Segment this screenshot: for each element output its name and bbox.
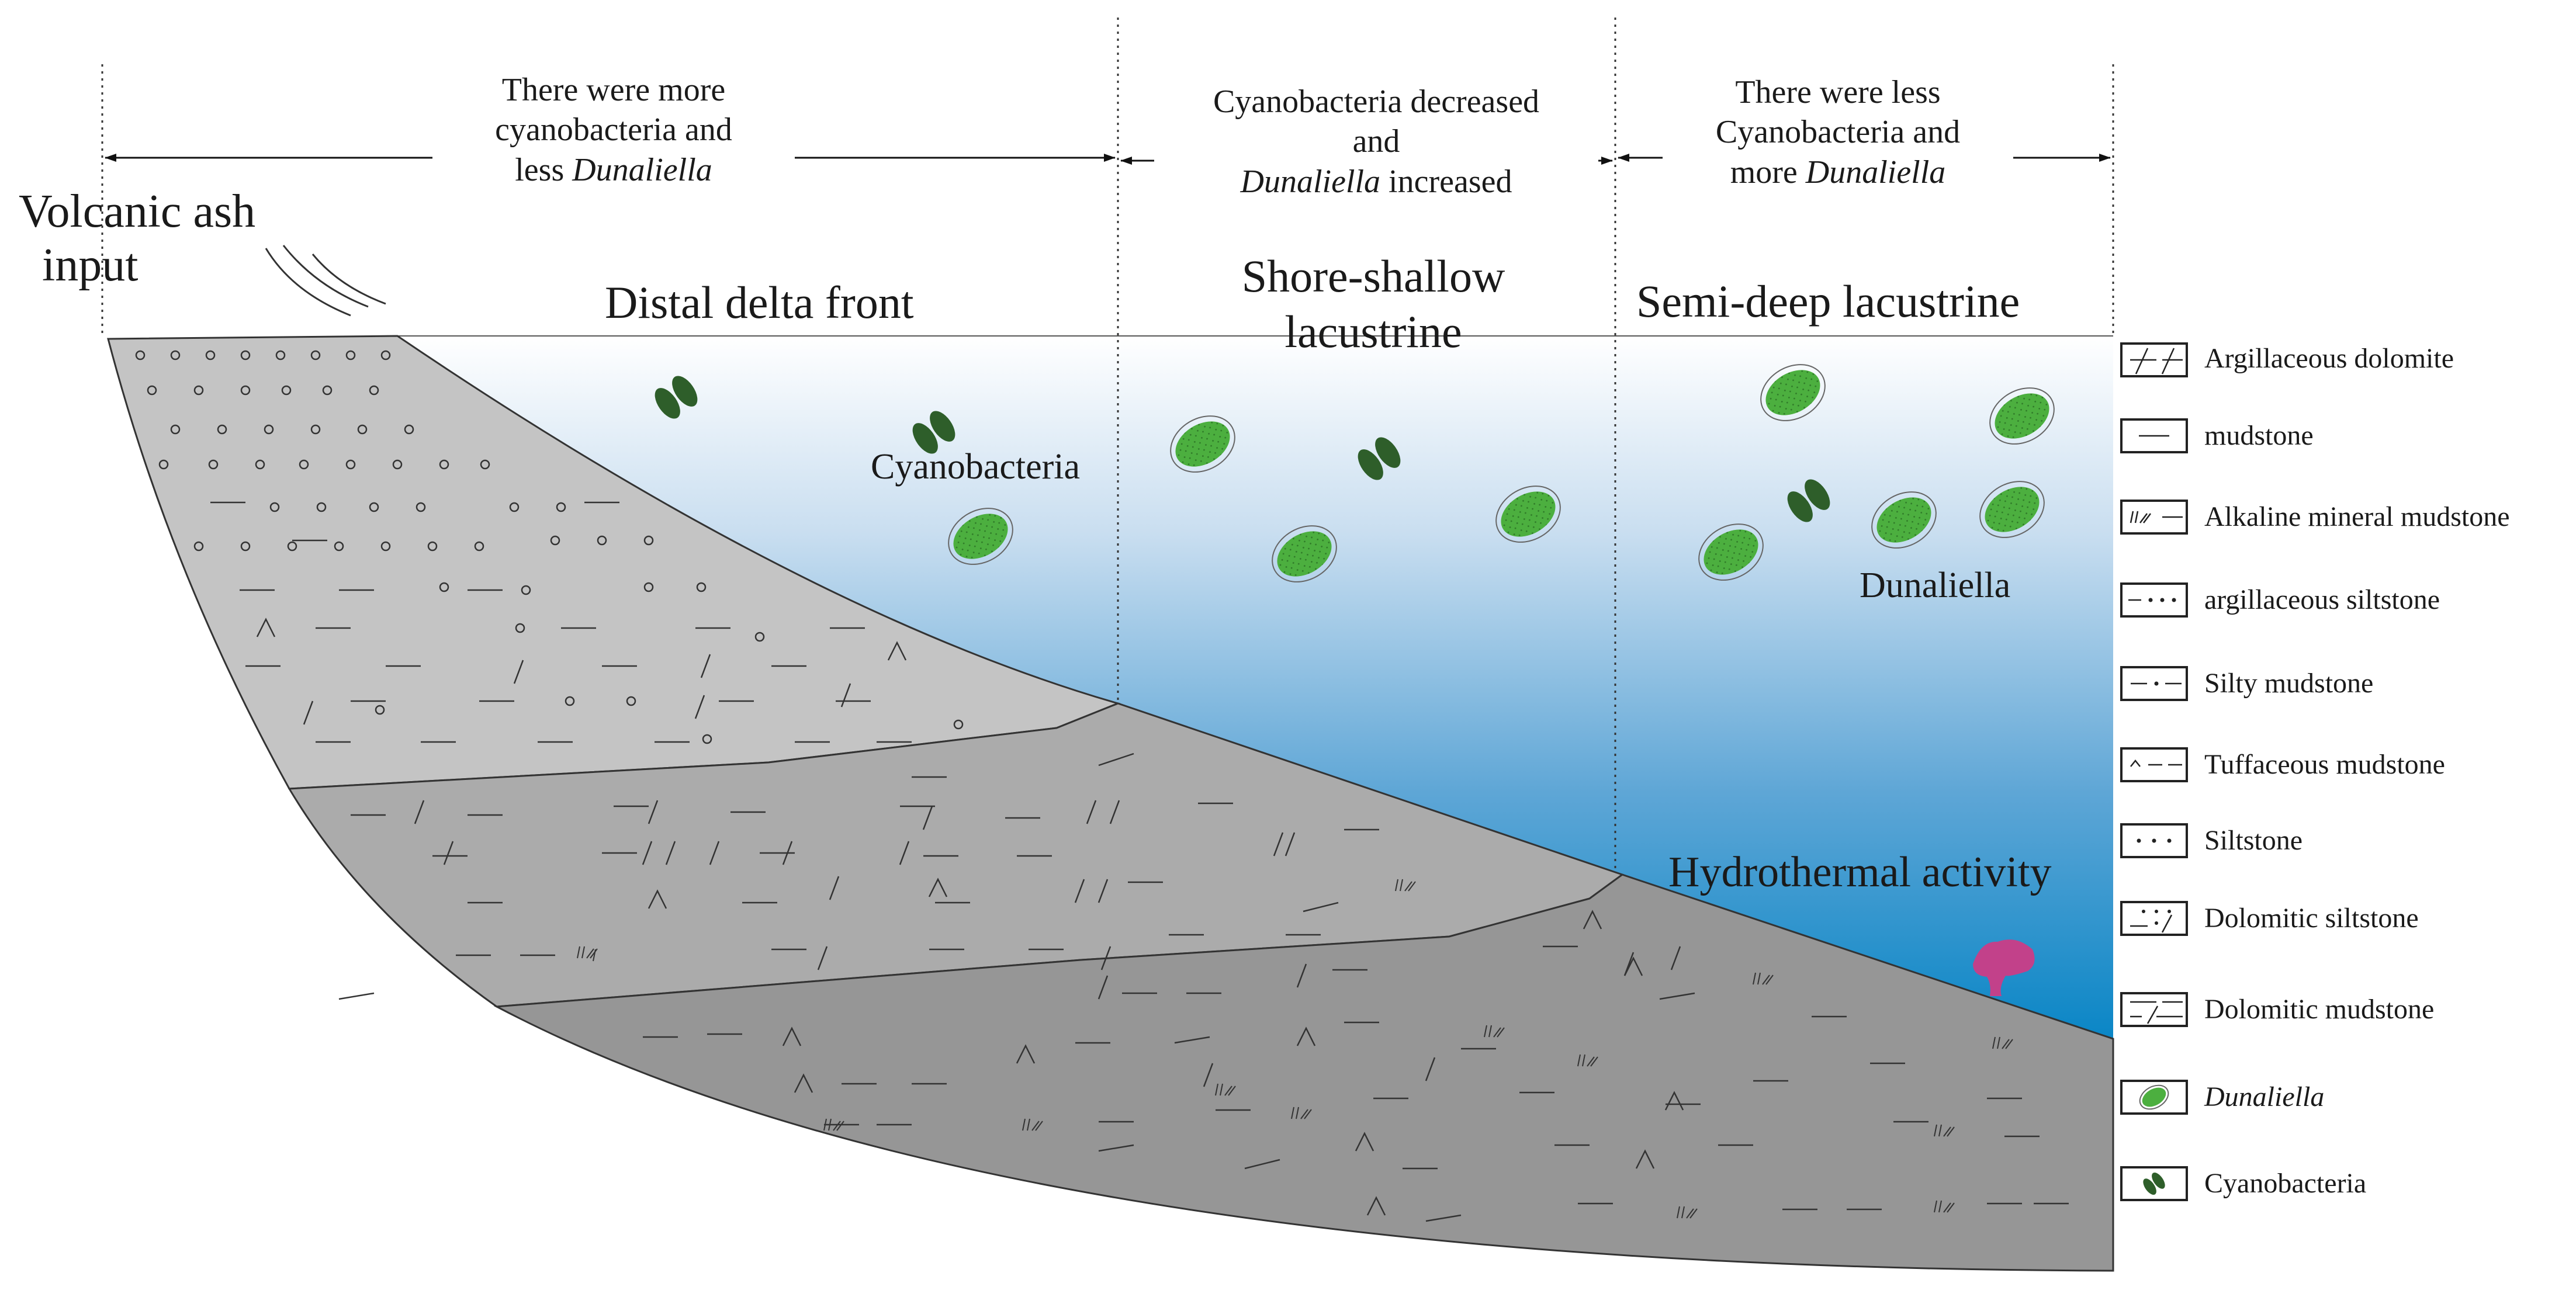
legend-symbol-alkaline-mineral-mudstone [2120,500,2188,535]
legend-symbol-dolomitic-siltstone [2120,901,2188,936]
annotation-text: increased [1380,163,1512,200]
cyanobacteria-cell [912,411,955,454]
legend-symbol-argillaceous-siltstone [2120,582,2188,618]
dunaliella-cell [1495,486,1561,543]
dunaliella-cell [1170,415,1235,473]
legend-label-silty-mudstone: Silty mudstone [2204,668,2374,699]
cyanobacteria-cell [1358,437,1401,480]
legend-label-dunaliella: Dunaliella [2204,1081,2325,1112]
lower-layer-symbols [593,910,2069,1222]
dunaliella-cell [1272,525,1337,582]
cyanobacteria-cell [1787,479,1830,522]
volcanic-ash-line1: Volcanic ash [19,186,256,237]
legend-label-mudstone: mudstone [2204,420,2314,451]
legend-symbol-silty-mudstone [2120,666,2188,701]
legend-label-tuffaceous-mudstone: Tuffaceous mudstone [2204,749,2445,780]
dunaliella-cell [1979,481,2045,538]
annotation-text-italic: Dunaliella [572,151,712,188]
legend-symbol-argillaceous-dolomite [2120,342,2188,377]
annotation-text-italic: Dunaliella [1805,154,1946,190]
annotation-text: more [1730,154,1806,190]
annotation-line: Cyanobacteria and [1715,114,1961,151]
legend-label-argillaceous-siltstone: argillaceous siltstone [2204,584,2440,615]
zone-label-shore-shallow-lacustrine: Shore-shallow lacustrine [1221,248,1525,359]
dunaliella-cells [948,364,2055,582]
annotation-text-italic: Dunaliella [1240,163,1381,200]
legend-label-alkaline-mineral-mudstone: Alkaline mineral mudstone [2204,501,2510,532]
legend-symbol-dunaliella [2120,1080,2188,1115]
zone-label-semi-deep-lacustrine: Semi-deep lacustrine [1636,276,2020,327]
legend-symbol-tuffaceous-mudstone [2120,747,2188,782]
middle-layer-symbols [338,752,1416,1000]
legend-label-dolomitic-siltstone: Dolomitic siltstone [2204,903,2419,934]
dunaliella-cell [1871,491,1937,549]
dunaliella-cell [948,508,1013,565]
dunaliella-cell [1989,387,2055,445]
volcanic-ash-line2: input [42,240,139,291]
annotation-line: There were less [1735,74,1941,110]
legend-symbol-dolomitic-mudstone [2120,992,2188,1027]
hydrothermal-vent [1973,939,2035,996]
annotation-line: less Dunaliella [438,150,789,190]
zone-label-distal-delta-front: Distal delta front [605,277,914,328]
volcanic-ash-strokes [265,245,386,317]
zone-label-line: Shore-shallow [1241,251,1505,301]
legend-symbol-siltstone [2120,823,2188,858]
volcanic-ash-label: Volcanic ash input [19,185,255,292]
dunaliella-label: Dunaliella [1860,566,2011,605]
lake-water [397,336,2113,1039]
dunaliella-cell [1760,364,1826,421]
legend-symbols [2120,342,2188,1201]
annotation-cyanobacteria-decreased: Cyanobacteria decreased and Dunaliella i… [1154,82,1598,202]
hydrothermal-activity-label: Hydrothermal activity [1668,848,2052,896]
cyanobacteria-label: Cyanobacteria [871,447,1081,487]
legend-symbol-mudstone [2120,418,2188,453]
upper-layer-symbols [135,350,964,744]
annotation-line: and [1352,123,1400,160]
legend-label-cyanobacteria: Cyanobacteria [2204,1168,2367,1199]
legend-label-argillaceous-dolomite: Argillaceous dolomite [2204,343,2454,374]
zone-dividers [101,18,2114,873]
sediment-layer-upper [107,335,1121,790]
annotation-more-cyanobacteria: There were more cyanobacteria and less D… [432,70,795,190]
zone-label-line: lacustrine [1284,306,1462,358]
sediment-layer-lower [493,873,2114,1272]
legend-label-dolomitic-mudstone: Dolomitic mudstone [2204,994,2435,1025]
cyanobacteria-cell [655,376,698,419]
dunaliella-cell [1698,523,1764,581]
cyanobacteria-cells [655,376,1830,522]
annotation-line: There were more [501,72,726,108]
annotation-line: Dunaliella increased [1154,162,1598,202]
annotation-line: more Dunaliella [1668,152,2007,192]
legend-symbol-cyanobacteria [2120,1166,2188,1201]
annotation-line: Cyanobacteria decreased [1213,84,1540,120]
annotation-less-cyanobacteria: There were less Cyanobacteria and more D… [1663,72,2013,192]
legend-label-siltstone: Siltstone [2204,825,2303,856]
annotation-line: cyanobacteria and [495,112,732,148]
annotation-text: less [515,151,573,188]
